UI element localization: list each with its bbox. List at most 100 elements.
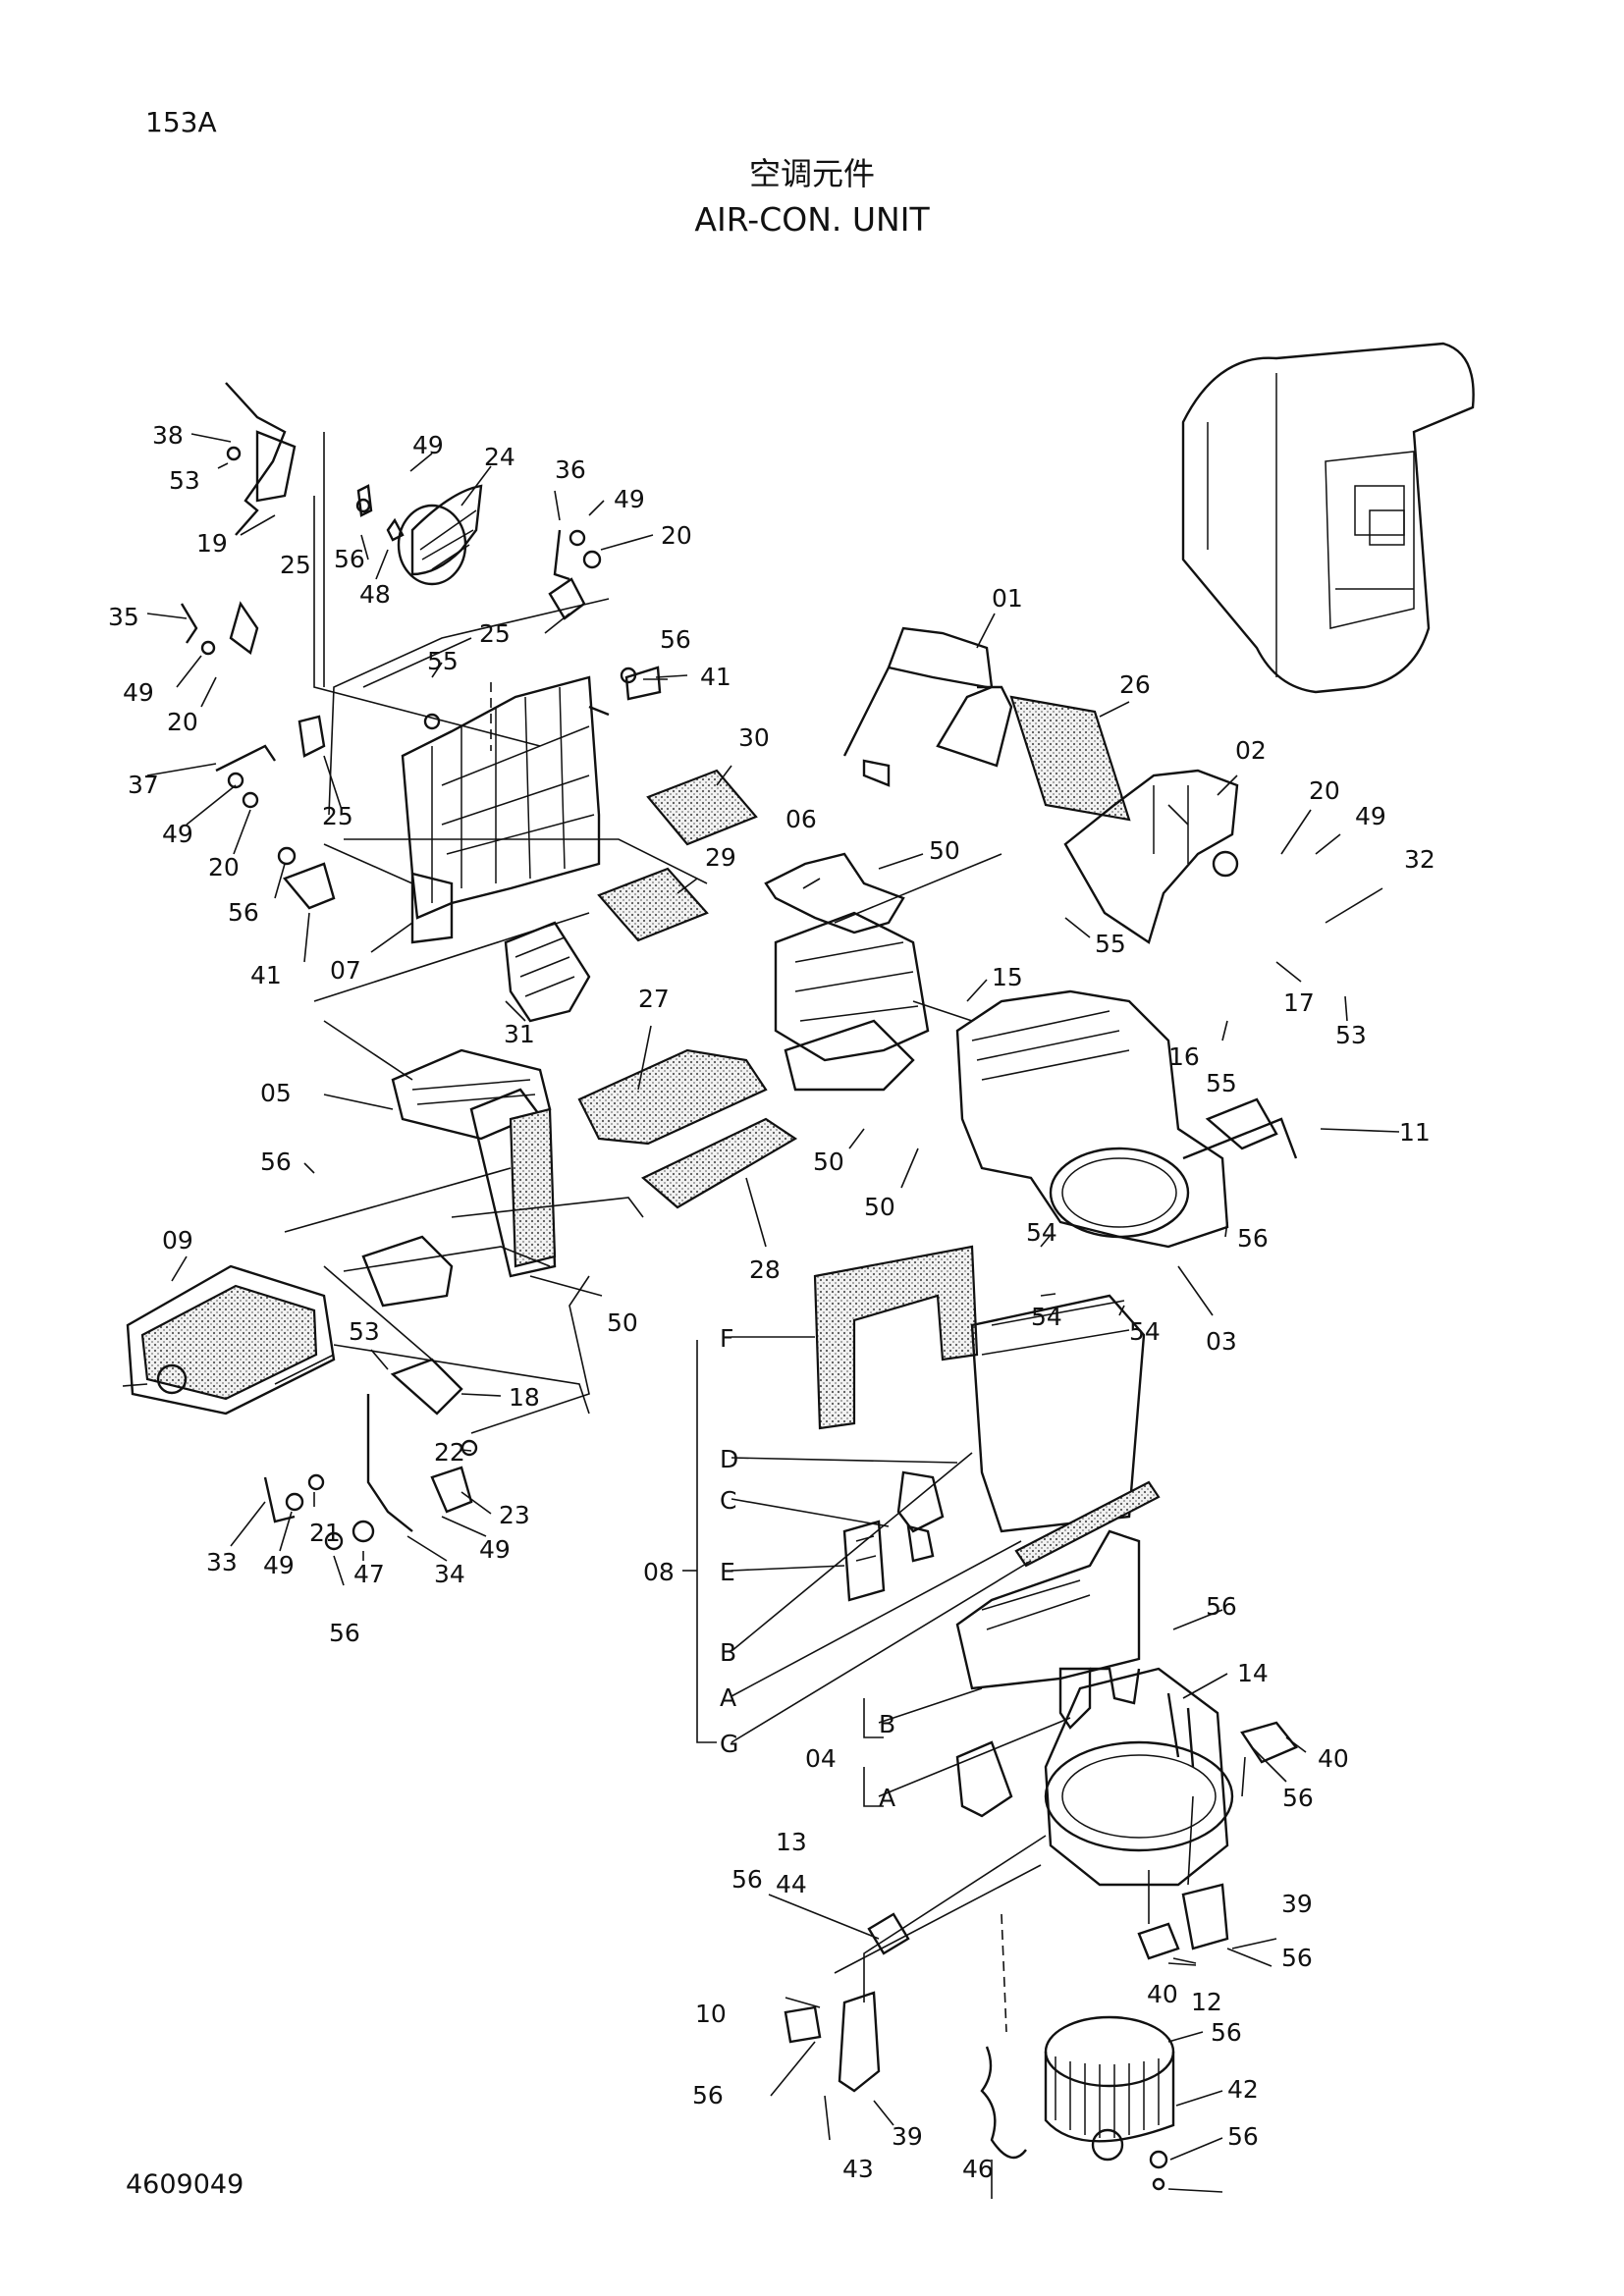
callout-label: 26 [1119, 670, 1151, 699]
blower-case-04 [955, 1529, 1234, 1887]
callout-label: 56 [660, 625, 691, 654]
callout-label: 56 [329, 1619, 360, 1647]
assembly-guide-lines [274, 432, 1194, 2033]
callout-label: 25 [322, 802, 353, 830]
group-08-bracket [682, 1340, 884, 1807]
callout-leaders [122, 433, 1400, 2199]
page-id: 153A [145, 106, 217, 138]
callout-label: 47 [353, 1560, 385, 1588]
callout-label: 56 [334, 545, 365, 573]
callout-label: 53 [1335, 1021, 1367, 1049]
callout-label: 17 [1283, 988, 1315, 1017]
callout-label: 35 [108, 603, 139, 631]
callout-label: 56 [228, 898, 259, 927]
center-duct-assembly [577, 852, 930, 1209]
callout-label: B [879, 1710, 895, 1738]
callout-label: 56 [1282, 1784, 1314, 1812]
callout-label: 36 [555, 455, 586, 484]
callout-label: 55 [427, 647, 459, 675]
case-lower-07 [401, 675, 601, 944]
callout-label: 56 [692, 2081, 724, 2109]
callout-label: B [720, 1638, 736, 1667]
title-chinese: 空调元件 [748, 155, 875, 192]
evaporator-08 [813, 1245, 1161, 1602]
callout-label: 11 [1399, 1118, 1431, 1147]
callout-label: 39 [892, 2122, 923, 2151]
callout-label: 41 [250, 961, 282, 989]
callout-label: 48 [359, 580, 391, 609]
callout-label: 01 [992, 584, 1023, 613]
callout-label: 20 [1309, 776, 1340, 805]
callout-label: 56 [260, 1148, 292, 1176]
callout-label: 31 [504, 1020, 535, 1048]
callout-label: 21 [309, 1519, 341, 1547]
callout-label: 09 [162, 1226, 193, 1255]
callout-label: 50 [607, 1308, 638, 1337]
callout-label: 29 [705, 843, 736, 872]
callout-label: 20 [167, 708, 198, 736]
callout-label: 22 [434, 1438, 465, 1467]
callout-label: 54 [1026, 1218, 1057, 1247]
callout-label: 23 [499, 1501, 530, 1529]
callout-label: 43 [842, 2155, 874, 2183]
callout-label: 07 [330, 956, 361, 985]
callout-label: 46 [962, 2155, 994, 2183]
damper-linkage-assembly [180, 382, 662, 910]
callout-label: 56 [731, 1865, 763, 1894]
callout-label: 42 [1227, 2075, 1259, 2104]
callout-label: 39 [1281, 1890, 1313, 1918]
callout-label: 20 [661, 521, 692, 550]
callout-label: F [720, 1324, 733, 1353]
document-number: 4609049 [126, 2169, 244, 2200]
callout-label: 50 [813, 1148, 844, 1176]
callout-label: 30 [738, 723, 770, 752]
callout-label: 49 [263, 1551, 295, 1579]
callout-label: 49 [479, 1535, 511, 1564]
damper-flaps [504, 769, 758, 1023]
callout-label: 50 [929, 836, 960, 865]
callout-label: 10 [695, 2000, 727, 2028]
callout-label: 53 [169, 466, 200, 495]
callout-label: 44 [776, 1870, 807, 1898]
callout-label: 16 [1168, 1042, 1200, 1071]
callout-label: 56 [1227, 2122, 1259, 2151]
callout-label: 49 [1355, 802, 1386, 830]
callout-label: 08 [643, 1558, 675, 1586]
callout-label: D [720, 1445, 738, 1473]
title-english: AIR-CON. UNIT [694, 200, 930, 239]
callout-label: 15 [992, 963, 1023, 991]
callout-label: 14 [1237, 1659, 1269, 1687]
callout-label: 56 [1206, 1592, 1237, 1621]
callout-label: 53 [349, 1317, 380, 1346]
callout-label: A [720, 1683, 736, 1712]
callout-label: 38 [152, 421, 184, 450]
callout-label: 56 [1211, 2018, 1242, 2047]
callout-label: 28 [749, 1255, 781, 1284]
callout-label: 32 [1404, 845, 1435, 874]
callout-label: 56 [1281, 1944, 1313, 1972]
callout-labels: 38 53 19 49 24 56 48 36 49 20 25 35 49 2… [108, 421, 1435, 2183]
callout-label: E [720, 1558, 735, 1586]
callout-label: 54 [1031, 1303, 1062, 1331]
callout-label: 03 [1206, 1327, 1237, 1356]
callout-label: 05 [260, 1079, 292, 1107]
callout-label: 54 [1129, 1317, 1161, 1346]
heater-case-05 [126, 1048, 557, 1415]
cab-location-inset [1181, 342, 1475, 694]
callout-label: 34 [434, 1560, 465, 1588]
callout-label: 04 [805, 1744, 837, 1773]
callout-label: 40 [1318, 1744, 1349, 1773]
callout-label: 12 [1191, 1988, 1222, 2016]
callout-label: 37 [128, 771, 159, 799]
callout-label: 19 [196, 529, 228, 558]
callout-label: 41 [700, 663, 731, 691]
callout-label: 27 [638, 985, 670, 1013]
callout-label: 49 [123, 678, 154, 707]
evaporator-case-03 [955, 989, 1298, 1249]
blower-motor-10 [784, 1721, 1298, 2191]
callout-label: 55 [1095, 930, 1126, 958]
case-upper-01-02 [842, 626, 1239, 944]
callout-label: 49 [162, 820, 193, 848]
callout-label: 56 [1237, 1224, 1269, 1253]
